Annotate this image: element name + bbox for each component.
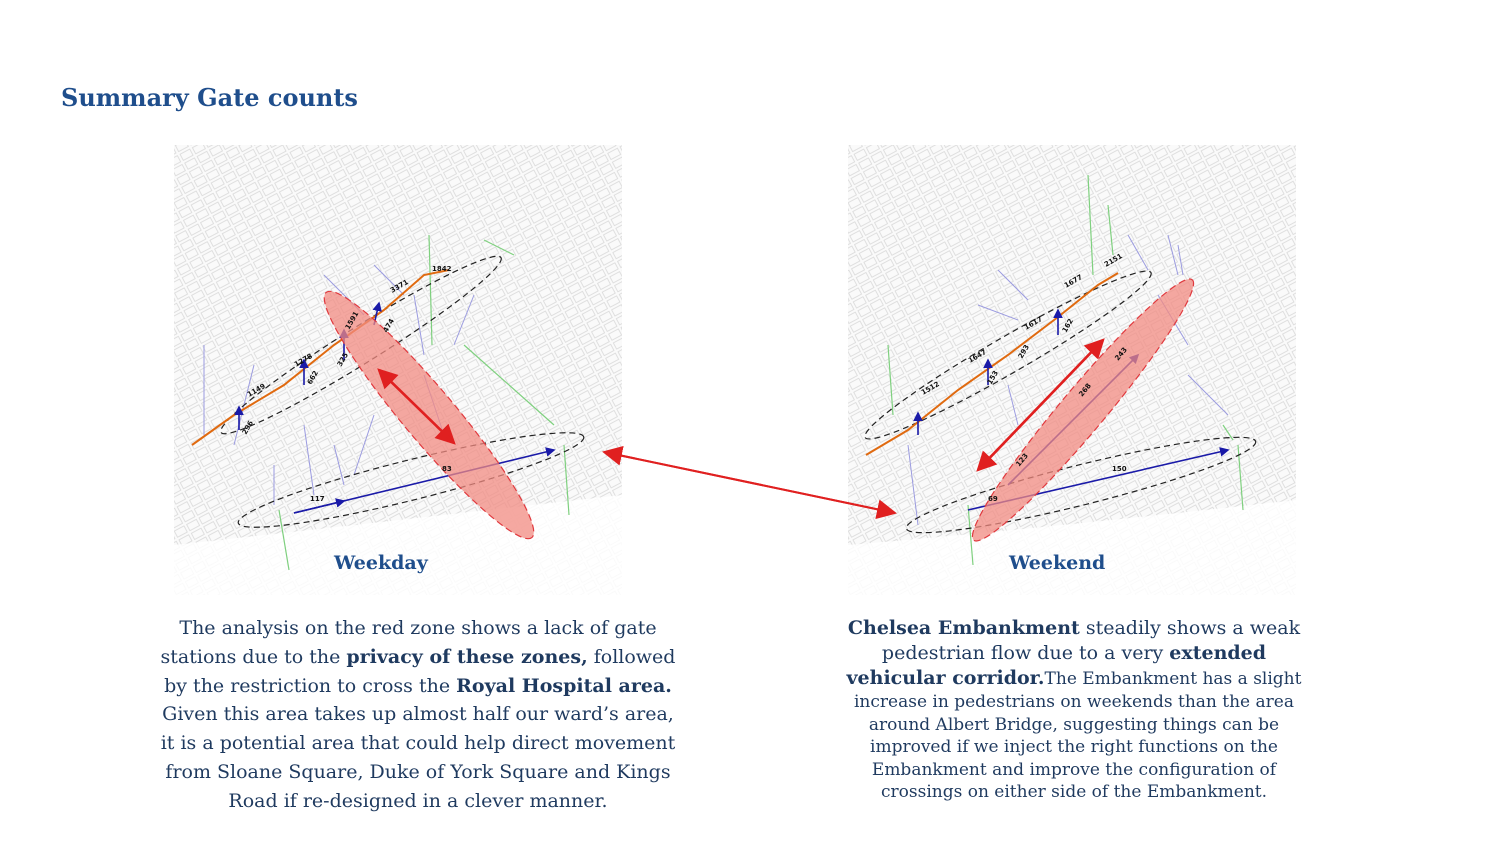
- text-segment: Given this area takes up almost half our…: [160, 703, 676, 812]
- weekday-label: Weekday: [334, 552, 428, 574]
- weekend-count: 69: [988, 495, 998, 503]
- text-emphasis: Chelsea Embankment: [847, 617, 1080, 639]
- text-segment: followed by the restriction to cross the: [164, 645, 676, 697]
- weekday-analysis-text: The analysis on the red zone shows a lac…: [160, 614, 676, 816]
- weekday-count: 83: [442, 465, 452, 473]
- weekend-label: Weekend: [1009, 552, 1106, 574]
- page-title: Summary Gate counts: [61, 83, 358, 112]
- weekend-count: 150: [1112, 465, 1127, 473]
- comparison-arrow: [602, 445, 897, 520]
- weekday-gate-map: 1842 3371 1591 1278 1149 474 325 662 296…: [174, 145, 622, 595]
- text-emphasis: privacy of these zones,: [346, 645, 588, 668]
- text-segment: steadily shows a weak pedestrian flow du…: [881, 617, 1301, 664]
- text-segment: The Embankment has a slight increase in …: [854, 669, 1302, 802]
- text-emphasis: extended vehicular corridor.: [846, 642, 1267, 689]
- text-emphasis: Royal Hospital area.: [456, 674, 672, 697]
- weekday-count: 117: [310, 495, 325, 503]
- weekend-analysis-text: Chelsea Embankment steadily shows a weak…: [844, 616, 1304, 804]
- weekday-count: 1842: [432, 265, 452, 273]
- weekend-map-graphic: 2151 1677 1617 1647 1512 162 153 293 268…: [848, 145, 1296, 595]
- weekend-gate-map: 2151 1677 1617 1647 1512 162 153 293 268…: [848, 145, 1296, 595]
- text-segment: The analysis on the red zone shows a lac…: [160, 617, 657, 668]
- weekday-map-graphic: 1842 3371 1591 1278 1149 474 325 662 296…: [174, 145, 622, 595]
